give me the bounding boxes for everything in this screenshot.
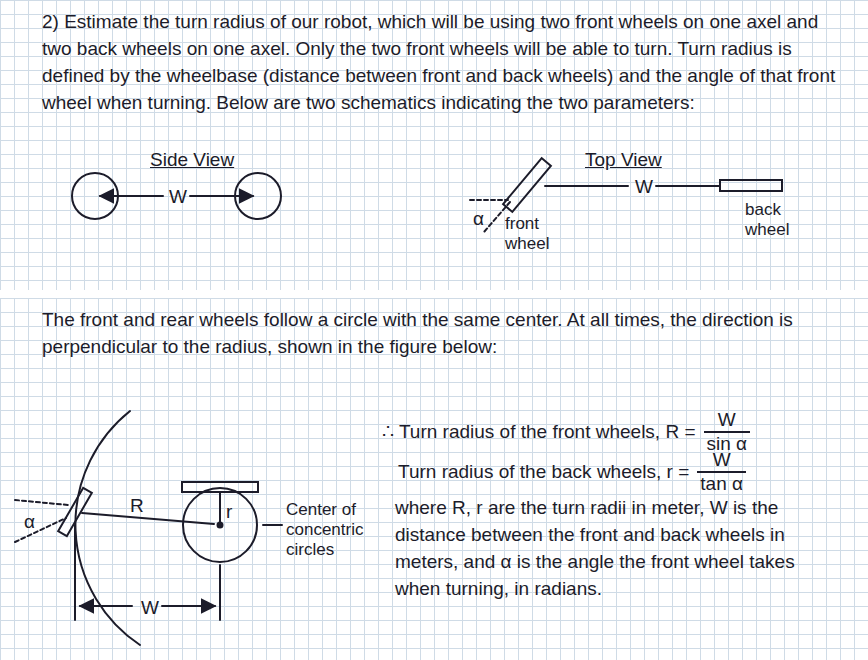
formula-text: ∴ Turn radius of the front wheels, R = [382, 418, 696, 445]
dimension-label: W [141, 594, 159, 621]
center-label: Center of concentric circles [286, 500, 378, 560]
radius-label: R [130, 492, 144, 519]
part-label: back wheel [745, 200, 815, 240]
part-label: front wheel [505, 214, 575, 254]
radius-label: r [226, 498, 232, 525]
fraction-denominator: tan α [697, 471, 746, 494]
fraction-numerator: W [713, 450, 731, 470]
explanation-text: The front and rear wheels follow a circl… [42, 306, 842, 360]
definition-text: where R, r are the turn radii in meter, … [395, 494, 845, 602]
dimension-label: W [635, 173, 653, 200]
dimension-label: W [169, 183, 187, 210]
formula-text: Turn radius of the back wheels, r = [398, 458, 689, 485]
view-title: Side View [150, 146, 234, 173]
view-title: Top View [585, 146, 662, 173]
angle-label: α [473, 205, 484, 232]
fraction-numerator: W [718, 410, 736, 430]
problem-text: 2) Estimate the turn radius of our robot… [42, 8, 852, 116]
angle-label: α [24, 508, 35, 535]
